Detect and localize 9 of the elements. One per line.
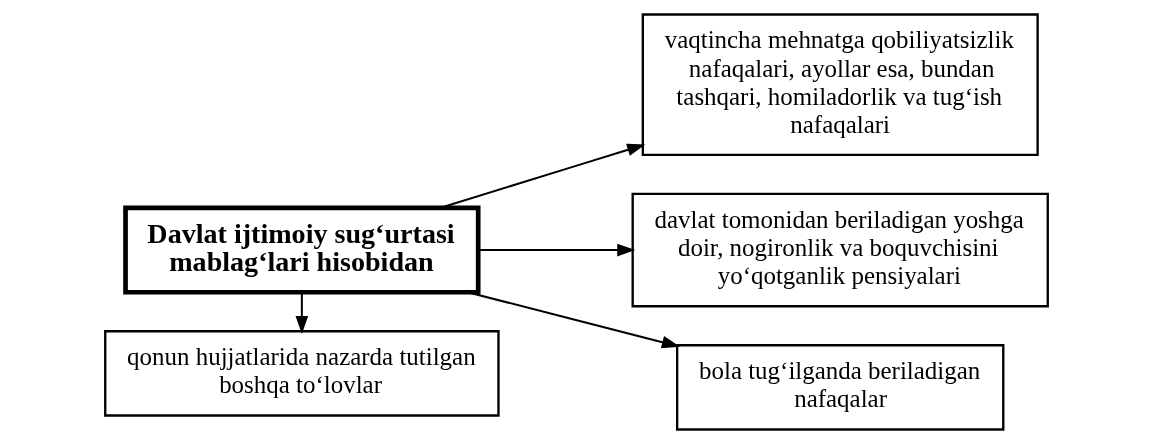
node-box: vaqtincha mehnatga qobiliyatsizlik nafaqalari, ayollar esa, bundan tashqari, homiladorlik va tug‘ish nafaqalari: [641, 13, 1039, 157]
node-box: davlat tomonidan beriladigan yoshga doir, nogironlik va boquvchisini yo‘qotganlik pensiyalari: [631, 192, 1049, 308]
arrow: [295, 292, 308, 335]
node-box: bola tug‘ilganda beriladigan nafaqalar: [675, 344, 1004, 431]
node-box: Davlat ijtimoiy sug‘urtasi mablag‘lari hisobidan: [122, 205, 481, 295]
arrow: [439, 143, 645, 209]
arrow: [466, 291, 680, 349]
arrow: [478, 243, 635, 257]
node-box: qonun hujjatlarida nazarda tutilgan boshqa to‘lovlar: [103, 330, 500, 417]
